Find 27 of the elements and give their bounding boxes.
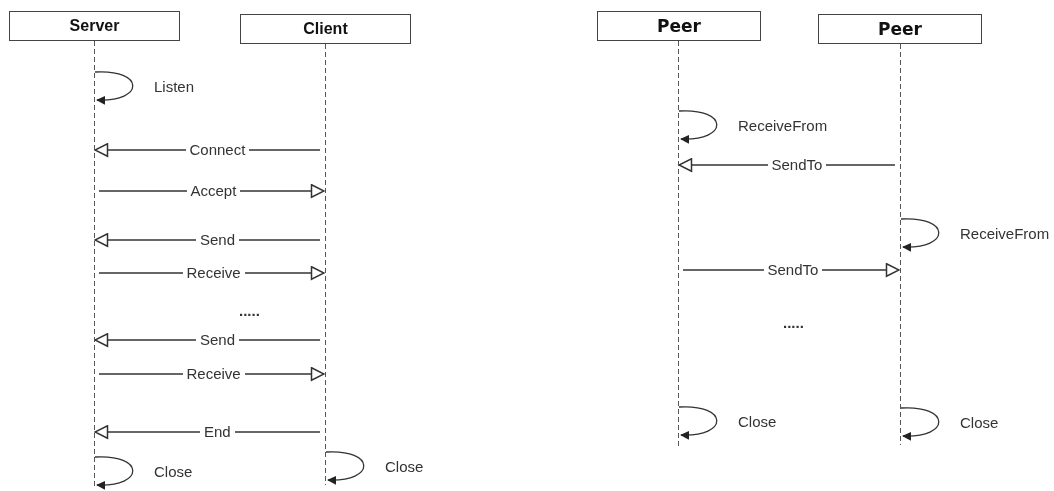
ellipsis-note: ..... (239, 302, 260, 319)
self-message-arrow (678, 110, 718, 144)
participant-box: Peer (597, 11, 761, 41)
self-message-arrow (678, 406, 718, 440)
edge-label: Close (385, 458, 424, 475)
self-message-arrow (900, 407, 940, 441)
self-message-arrow (900, 218, 940, 252)
self-message-arrow (94, 456, 134, 490)
edge-label: SendTo (767, 156, 827, 173)
edge-label: Close (154, 463, 193, 480)
participant-box: Server (9, 11, 180, 41)
edge-label: ReceiveFrom (738, 117, 828, 134)
edge-label: Listen (154, 78, 195, 95)
self-message-arrow (325, 451, 365, 485)
edge-label: ReceiveFrom (960, 225, 1050, 242)
edge-label: Receive (182, 264, 245, 281)
edge-label: Send (196, 331, 240, 348)
edge-label: End (200, 423, 235, 440)
self-message-arrow (94, 71, 134, 105)
edge-label: Close (960, 414, 999, 431)
participant-box: Peer (818, 14, 982, 44)
participant-box: Client (240, 14, 411, 44)
edge-label: SendTo (763, 261, 823, 278)
edge-label: Close (738, 413, 777, 430)
edge-label: Receive (182, 365, 245, 382)
edge-label: Send (196, 231, 240, 248)
ellipsis-note: ..... (783, 314, 804, 331)
